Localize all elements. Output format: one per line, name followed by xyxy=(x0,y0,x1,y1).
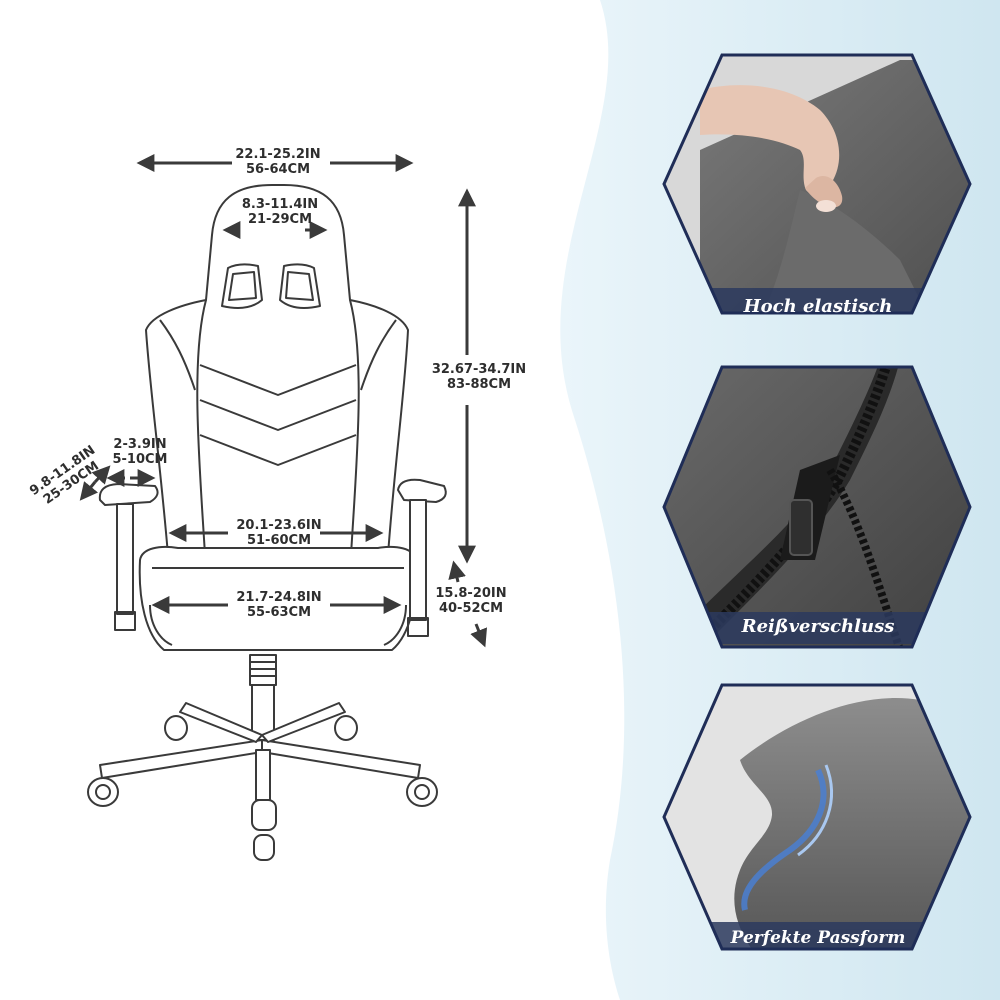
dim-top-width-cm: 56-64CM xyxy=(245,162,311,177)
armrest-right xyxy=(397,478,447,503)
dim-seat-width-in: 21.7-24.8IN xyxy=(236,590,322,605)
dim-seat-depth-cm: 40-52CM xyxy=(438,601,504,616)
dim-armrest-adjust-in: 2-3.9IN xyxy=(113,437,167,452)
hex-photo-zipper xyxy=(664,367,970,647)
dim-seat-depth: 15.8-20IN 40-52CM xyxy=(430,586,512,616)
feature-label-zipper: Reißverschluss xyxy=(741,616,895,637)
dim-armrest-adjust-cm: 5-10CM xyxy=(112,452,168,467)
caster xyxy=(87,777,119,807)
dim-headrest-width: 8.3-11.4IN 21-29CM xyxy=(230,197,330,227)
dim-seat-depth-in: 15.8-20IN xyxy=(435,586,507,601)
headrest-slot-right xyxy=(279,263,321,309)
dim-back-width-cm: 51-60CM xyxy=(246,533,312,548)
chair-drawing xyxy=(87,184,447,861)
feature-label-fit: Perfekte Passform xyxy=(730,928,906,948)
dim-headrest-width-cm: 21-29CM xyxy=(247,212,313,227)
dim-back-height: 32.67-34.7IN 83-88CM xyxy=(424,362,534,392)
dim-top-width-in: 22.1-25.2IN xyxy=(235,147,321,162)
dim-back-height-cm: 83-88CM xyxy=(446,377,512,392)
dim-back-width: 20.1-23.6IN 51-60CM xyxy=(225,518,333,548)
arrow-seat-depth-up xyxy=(448,560,466,583)
arrow-seat-depth-down xyxy=(470,623,488,648)
armrest-left xyxy=(98,483,159,506)
dim-back-width-in: 20.1-23.6IN xyxy=(236,518,322,533)
dimension-arrows xyxy=(79,154,488,648)
arrow-armrest-height xyxy=(79,481,99,501)
dim-seat-width-cm: 55-63CM xyxy=(246,605,312,620)
headrest-slot-left xyxy=(221,263,263,309)
dim-back-height-in: 32.67-34.7IN xyxy=(431,362,527,377)
dim-headrest-width-in: 8.3-11.4IN xyxy=(241,197,319,212)
dim-seat-width: 21.7-24.8IN 55-63CM xyxy=(225,590,333,620)
dim-armrest-adjust: 2-3.9IN 5-10CM xyxy=(106,437,174,467)
feature-label-elastic: Hoch elastisch xyxy=(743,296,893,317)
dim-top-width: 22.1-25.2IN 56-64CM xyxy=(228,147,328,177)
chair-base xyxy=(99,739,263,779)
